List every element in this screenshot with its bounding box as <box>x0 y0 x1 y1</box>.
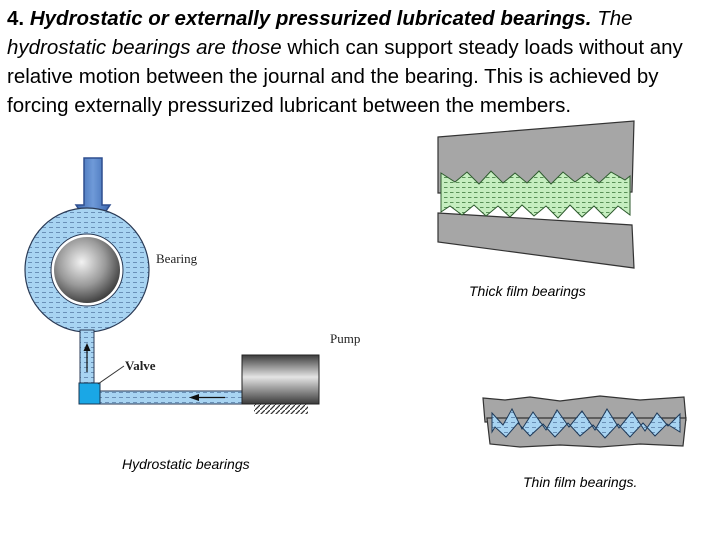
journal-shaft <box>54 237 120 303</box>
pump-base-hatch <box>254 404 308 414</box>
section-title: Hydrostatic or externally pressurized lu… <box>29 7 592 30</box>
thin-film-illustration <box>482 395 687 448</box>
flow-arrow-left-icon <box>189 394 225 401</box>
intro-paragraph: 4. Hydrostatic or externally pressurized… <box>7 4 707 120</box>
hydrostatic-caption: Hydrostatic bearings <box>122 456 250 472</box>
bearing-label: Bearing <box>156 251 198 266</box>
valve-leader-line <box>97 365 125 385</box>
thick-film-caption: Thick film bearings <box>469 283 586 299</box>
flow-arrow-up-icon <box>83 343 91 372</box>
thick-film-illustration <box>437 120 635 269</box>
section-number: 4. <box>7 7 25 30</box>
thin-film-caption: Thin film bearings. <box>523 474 638 490</box>
pump-label: Pump <box>330 331 361 346</box>
valve-label: Valve <box>125 358 156 373</box>
definition-body: which can support steady loads without a… <box>7 36 683 117</box>
pump <box>241 354 320 405</box>
definition-lead: The hydrostatic bearings are those <box>7 7 633 59</box>
valve <box>78 382 101 405</box>
